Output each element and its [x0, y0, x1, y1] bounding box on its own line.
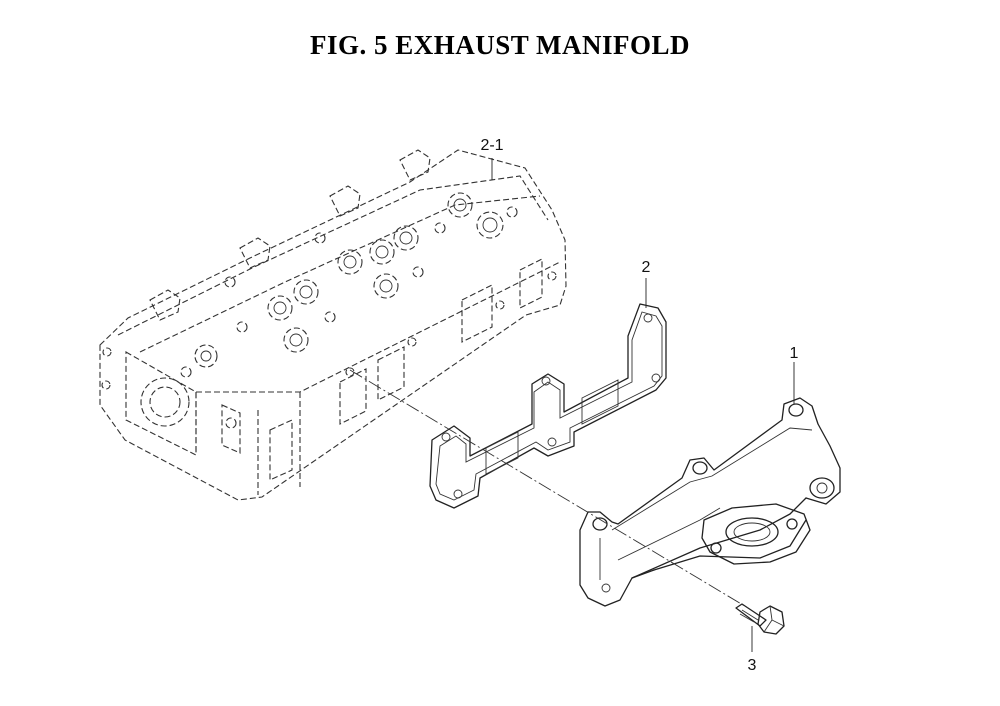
callout-label-2: 2 — [642, 259, 651, 276]
callout-label-1: 1 — [790, 345, 799, 362]
cylinder-head-outline — [99, 149, 567, 501]
exhaust-gasket — [429, 303, 667, 509]
valve-seat-group — [194, 192, 504, 368]
figure-title: FIG. 5 EXHAUST MANIFOLD — [309, 30, 691, 60]
exhaust-manifold — [579, 397, 841, 607]
callout-label-3: 3 — [748, 657, 757, 674]
callout-label-2-1: 2-1 — [480, 137, 503, 154]
bolt — [735, 603, 785, 635]
assembly-centerline — [349, 369, 749, 609]
